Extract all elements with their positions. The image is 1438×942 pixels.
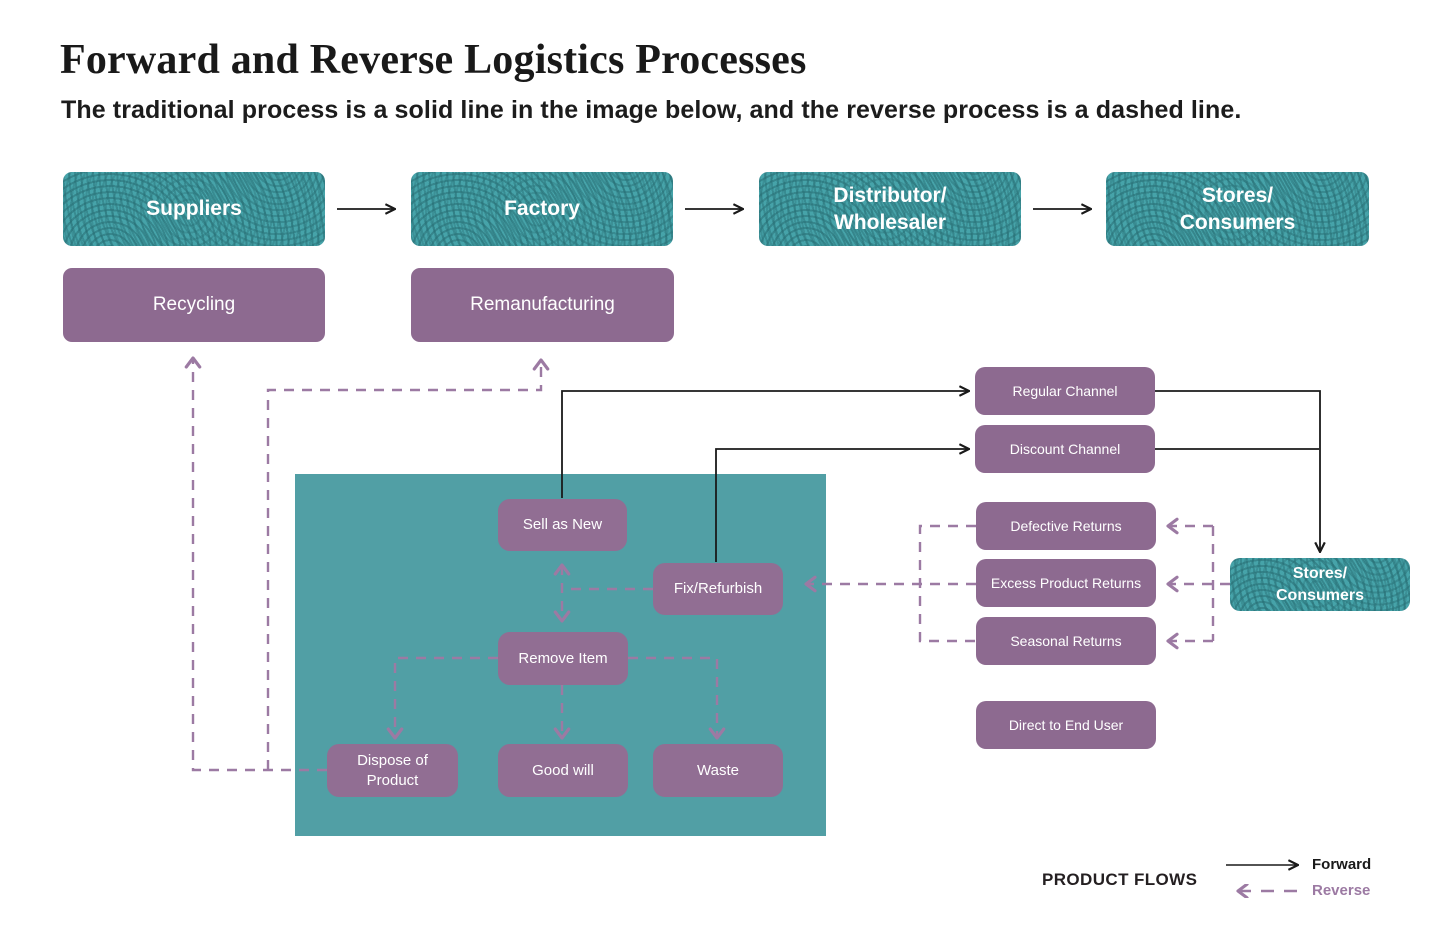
node-good-will: Good will xyxy=(498,744,628,797)
node-suppliers: Suppliers xyxy=(63,172,325,246)
reverse-arrow-icon xyxy=(1236,884,1302,898)
node-waste: Waste xyxy=(653,744,783,797)
node-remanufacturing: Remanufacturing xyxy=(411,268,674,342)
node-stores-consumers: Stores/ Consumers xyxy=(1106,172,1369,246)
forward-arrow-icon xyxy=(1226,858,1306,872)
legend-title: PRODUCT FLOWS xyxy=(1042,870,1198,889)
reverse-label: Reverse xyxy=(1312,882,1371,899)
node-stores-consumers-2: Stores/ Consumers xyxy=(1230,558,1410,611)
page-title: Forward and Reverse Logistics Processes xyxy=(60,37,807,83)
page-subtitle: The traditional process is a solid line … xyxy=(61,96,1242,124)
node-discount-channel: Discount Channel xyxy=(975,425,1155,473)
node-sell-as-new: Sell as New xyxy=(498,499,627,551)
node-direct-to-end-user: Direct to End User xyxy=(976,701,1156,749)
node-remove-item: Remove Item xyxy=(498,632,628,685)
node-excess-product-returns: Excess Product Returns xyxy=(976,559,1156,607)
node-regular-channel: Regular Channel xyxy=(975,367,1155,415)
node-fix-refurbish: Fix/Refurbish xyxy=(653,563,783,615)
node-defective-returns: Defective Returns xyxy=(976,502,1156,550)
node-recycling: Recycling xyxy=(63,268,325,342)
node-distributor-wholesaler: Distributor/ Wholesaler xyxy=(759,172,1021,246)
forward-label: Forward xyxy=(1312,856,1372,873)
node-factory: Factory xyxy=(411,172,673,246)
node-dispose-of-product: Dispose of Product xyxy=(327,744,458,797)
node-seasonal-returns: Seasonal Returns xyxy=(976,617,1156,665)
